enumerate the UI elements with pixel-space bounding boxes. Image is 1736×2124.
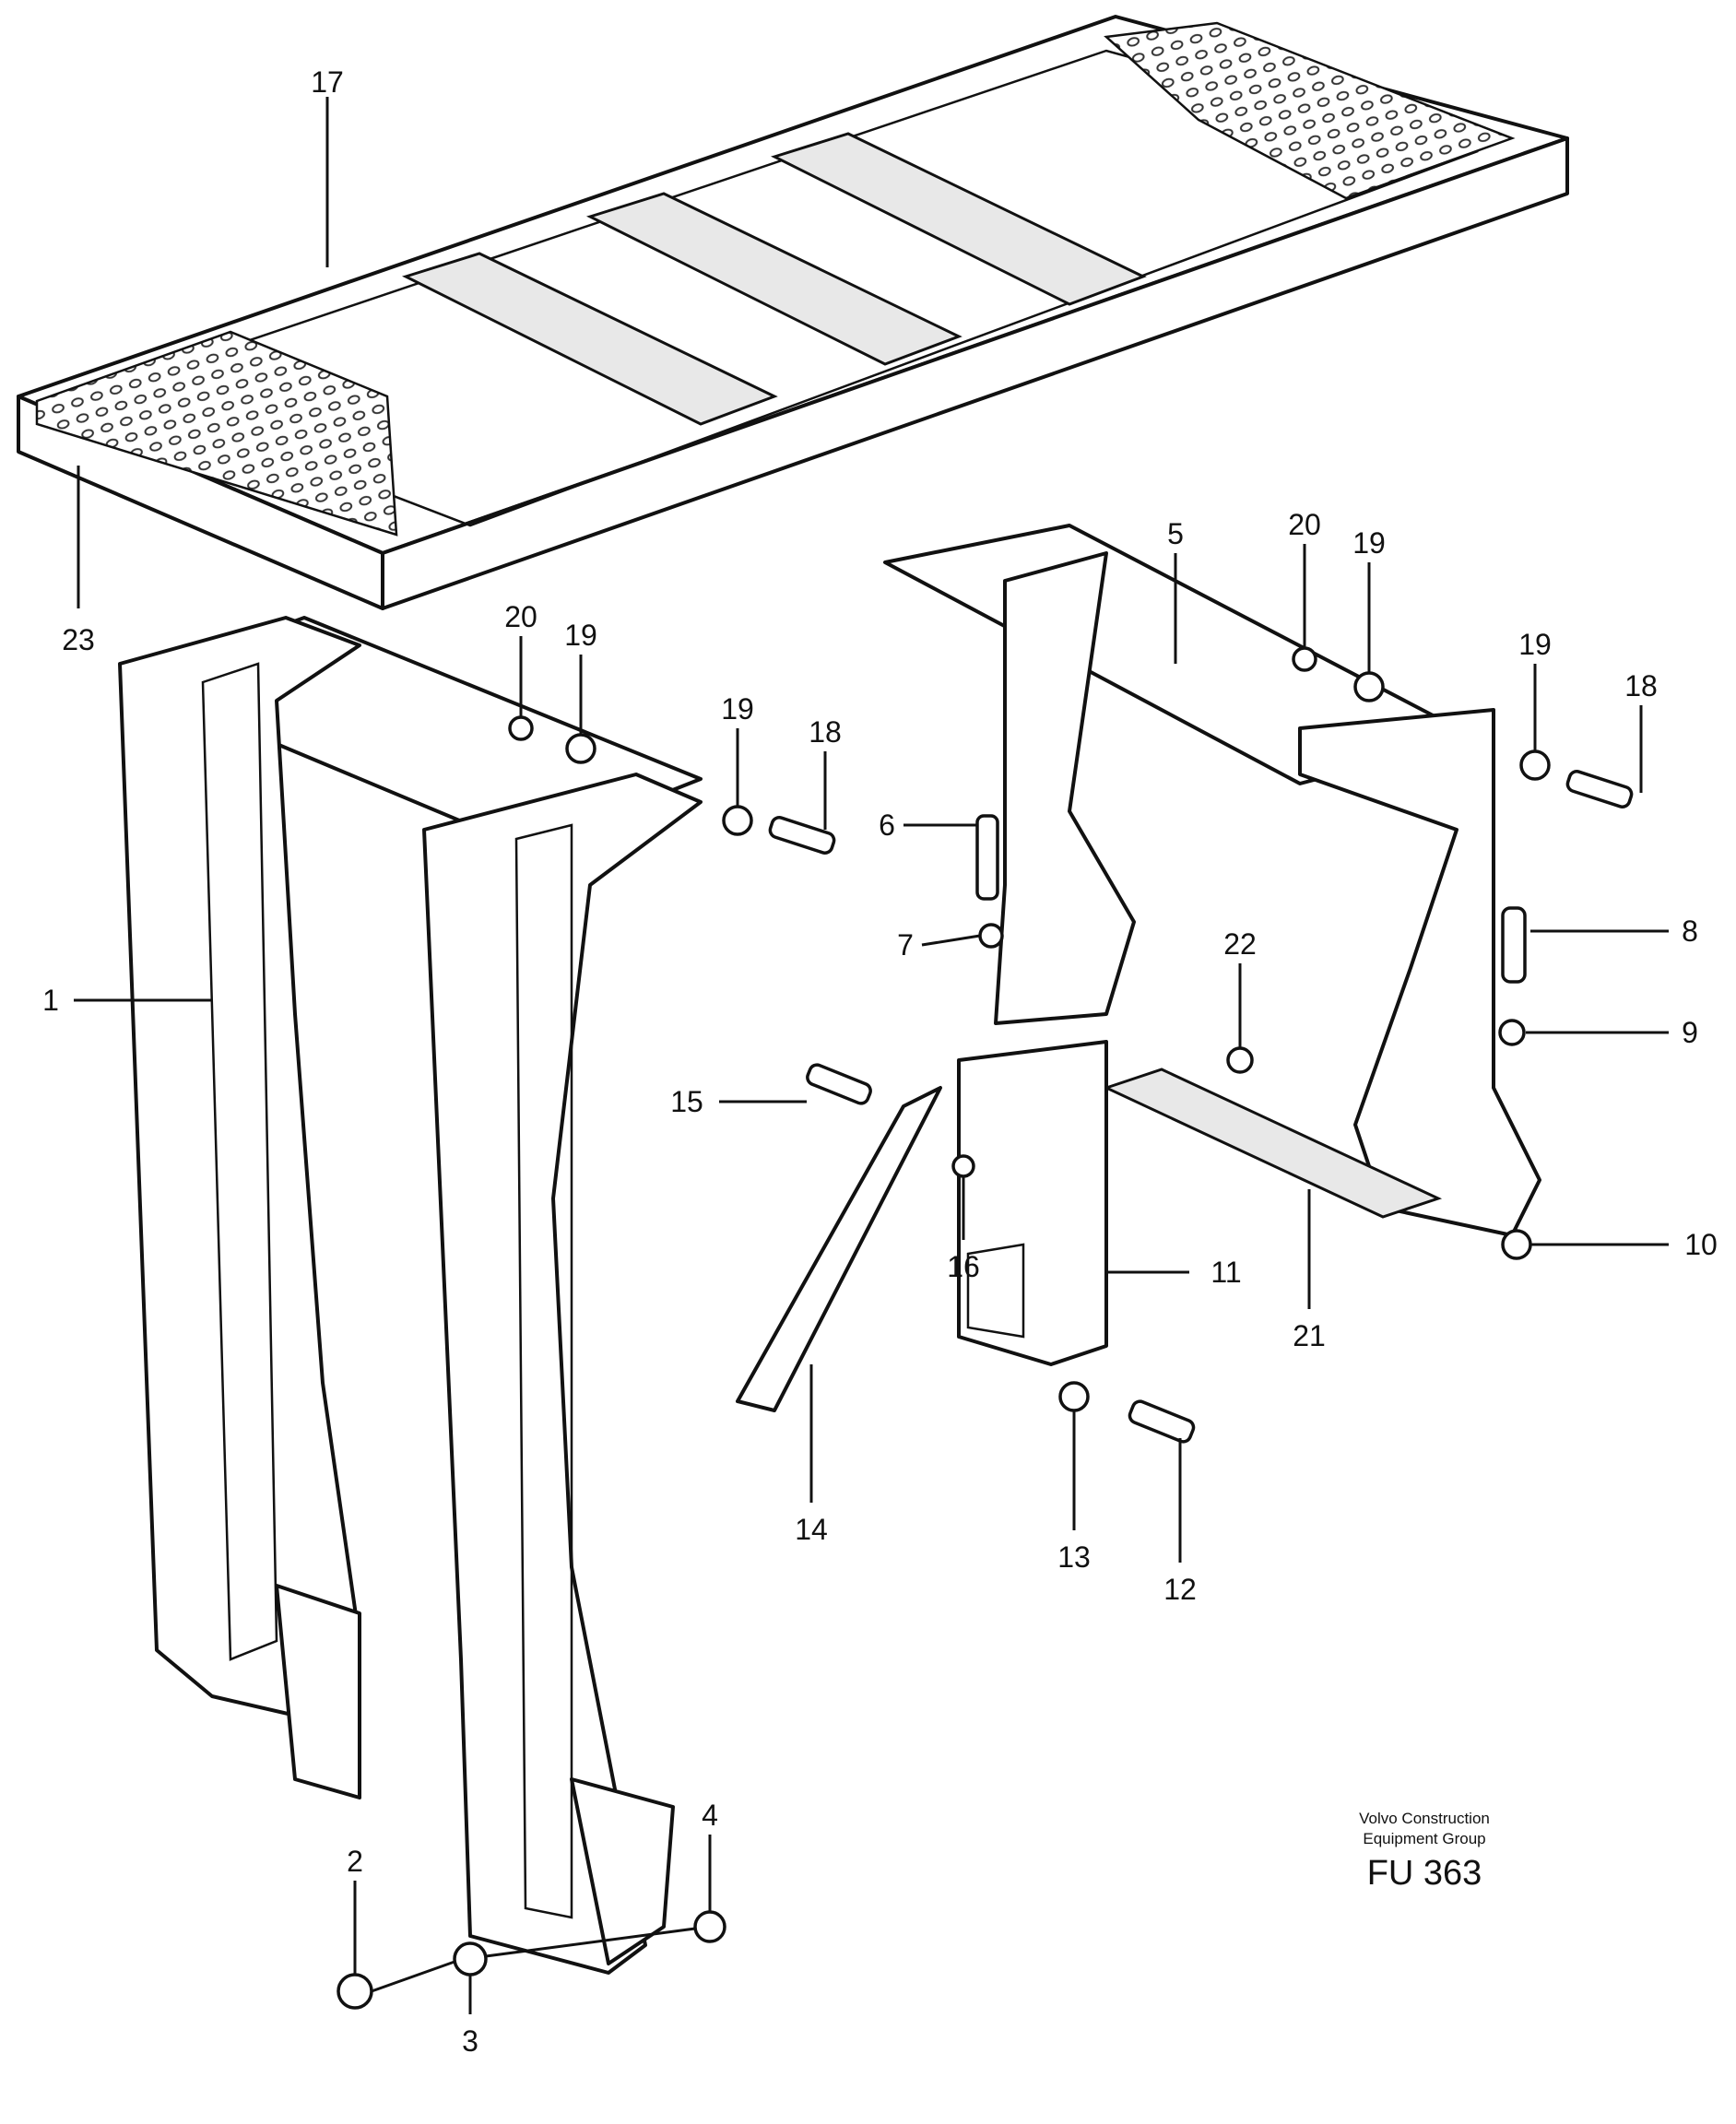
callout-18: 18 [1624, 669, 1658, 702]
callout-1: 1 [42, 984, 59, 1017]
washer-19b [722, 805, 753, 836]
washer-19d [1519, 749, 1551, 781]
callout-10: 10 [1684, 1228, 1718, 1261]
bolt-2 [337, 1973, 373, 2010]
fasteners [337, 646, 1634, 2010]
callout-6: 6 [879, 808, 895, 842]
figure-caption: Volvo Construction Equipment Group FU 36… [1359, 1810, 1490, 1893]
caption-line-1: Volvo Construction [1359, 1810, 1490, 1827]
bolt-18b [1565, 770, 1634, 808]
nut-10 [1501, 1229, 1532, 1260]
nut-20a [508, 715, 534, 741]
callout-3: 3 [462, 2024, 478, 2058]
callout-5: 5 [1167, 517, 1184, 550]
nut-4 [693, 1910, 726, 1943]
callout-16: 16 [947, 1250, 980, 1283]
center-bracket [957, 1040, 1108, 1366]
callout-19: 19 [564, 619, 597, 652]
platform-crossbar-1 [402, 252, 778, 426]
caption-code: FU 363 [1367, 1854, 1482, 1893]
platform-walkway [17, 15, 1569, 610]
washer-7 [978, 923, 1004, 949]
leader-lines [74, 97, 1669, 2014]
callout-20: 20 [1288, 508, 1321, 541]
right-support-rear-post [994, 551, 1136, 1025]
platform-side-face [381, 136, 1569, 610]
washer-19c [1353, 671, 1385, 702]
callout-19: 19 [721, 692, 754, 726]
platform-crossbar-3 [771, 132, 1147, 306]
callout-2: 2 [347, 1845, 363, 1878]
callout-7: 7 [897, 928, 914, 962]
washer-19a [565, 733, 596, 764]
callout-12: 12 [1163, 1573, 1197, 1606]
bolt-8 [1501, 906, 1527, 984]
platform-crossbar-2 [586, 192, 962, 366]
nut-16 [951, 1154, 975, 1178]
callout-13: 13 [1057, 1540, 1091, 1574]
diagonal-brace [736, 1086, 942, 1412]
callout-19: 19 [1518, 628, 1552, 661]
callout-8: 8 [1682, 914, 1698, 948]
bolt-12 [1128, 1399, 1196, 1444]
callout-21: 21 [1293, 1319, 1326, 1352]
callout-15: 15 [670, 1085, 703, 1118]
bolt-18a [768, 816, 836, 855]
callout-labels: 17 23 20 19 19 18 1 5 20 19 19 18 6 7 22… [42, 65, 1718, 2058]
left-support-rear-foot [275, 1584, 361, 1800]
callout-14: 14 [795, 1513, 828, 1546]
bolt-22 [1226, 1046, 1254, 1074]
callout-9: 9 [1682, 1016, 1698, 1049]
callout-17: 17 [311, 65, 344, 99]
left-support-front-foot [570, 1777, 675, 1965]
washer-3 [453, 1941, 488, 1976]
right-support-frame [736, 524, 1541, 1412]
washer-9 [1498, 1019, 1526, 1046]
callout-4: 4 [702, 1799, 718, 1832]
callout-18: 18 [809, 715, 842, 749]
bolt-15 [806, 1063, 872, 1105]
caption-line-2: Equipment Group [1363, 1830, 1485, 1847]
left-support-rear-leg [118, 616, 361, 1726]
callout-23: 23 [62, 623, 95, 656]
left-support-front-leg [422, 773, 703, 1975]
callout-20: 20 [504, 600, 537, 633]
right-support-lower-crossbar [1102, 1068, 1443, 1219]
platform-grating-right [1106, 23, 1512, 198]
callout-22: 22 [1223, 927, 1257, 961]
callout-19: 19 [1352, 526, 1386, 560]
platform-grating-left [37, 332, 396, 535]
washer-13 [1058, 1381, 1090, 1412]
left-support-frame [118, 616, 703, 1975]
nut-20b [1292, 646, 1317, 672]
bolt-6 [975, 814, 999, 901]
callout-11: 11 [1210, 1256, 1241, 1289]
